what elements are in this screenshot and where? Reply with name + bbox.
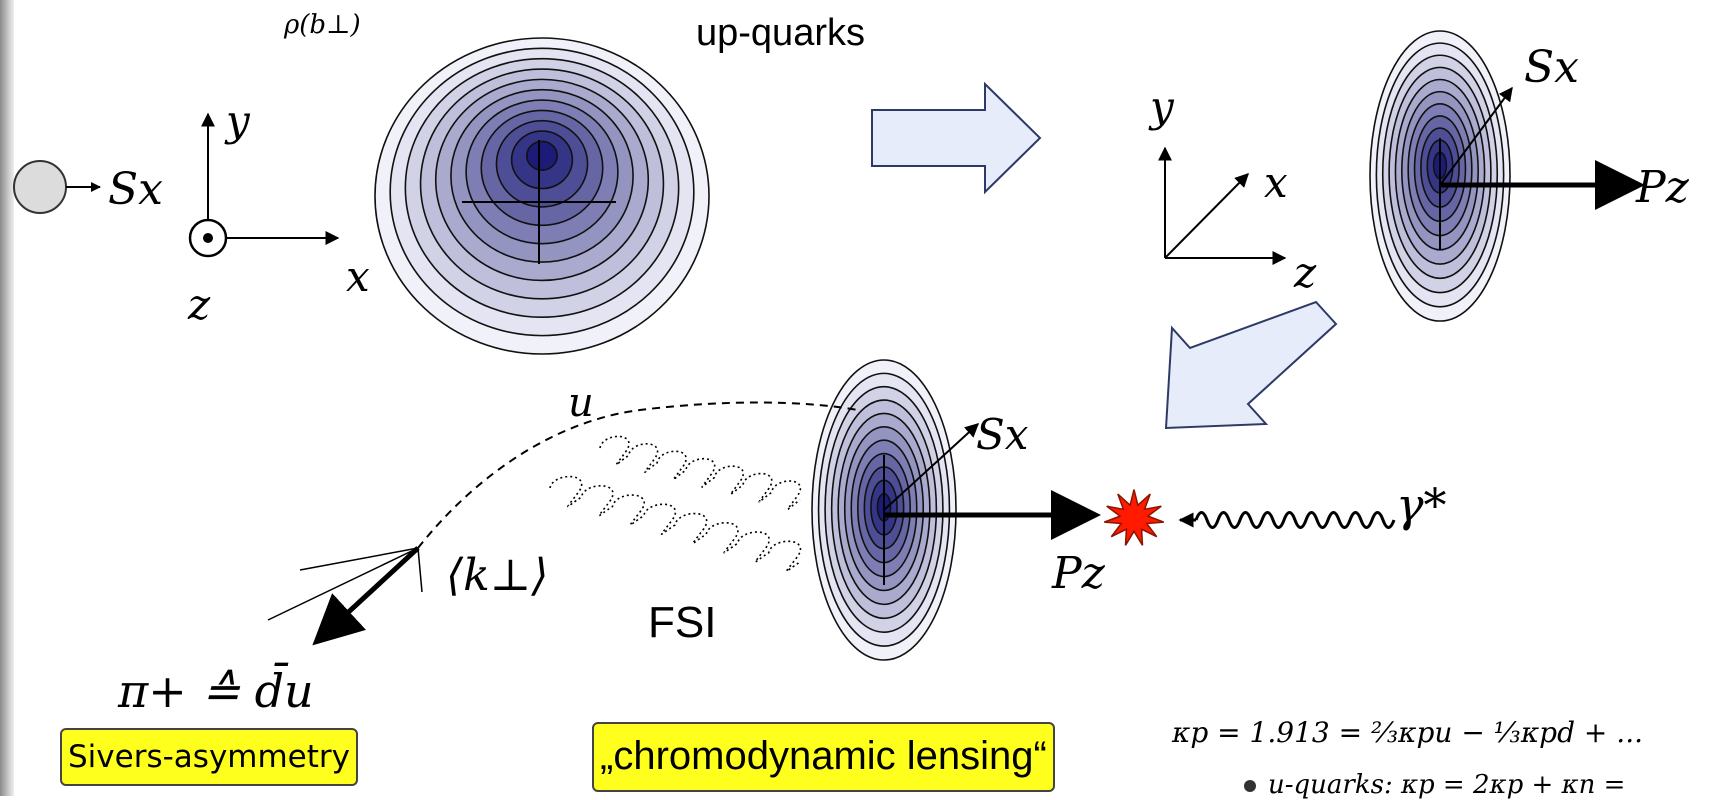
contour-level bbox=[526, 140, 558, 171]
chromodynamic-lensing-highlight: „chromodynamic lensing“ bbox=[592, 722, 1055, 792]
interaction-burst-icon bbox=[1104, 489, 1164, 546]
spin-label-lower: Sx bbox=[976, 410, 1029, 459]
density-contours-top bbox=[374, 37, 710, 355]
fsi-label: FSI bbox=[648, 598, 717, 647]
density-label: ρ(b⊥) bbox=[284, 10, 361, 40]
slide-left-edge bbox=[0, 0, 14, 796]
axis-label-x-right: x bbox=[1264, 158, 1288, 207]
density-crosshair-top bbox=[462, 140, 616, 264]
kt-fan-lines bbox=[267, 546, 423, 646]
up-quarks-title: up-quarks bbox=[696, 12, 865, 54]
coordinate-axes-right bbox=[1158, 146, 1287, 265]
momentum-label-lower: Pz bbox=[1052, 548, 1105, 599]
axis-label-z-left: z bbox=[188, 280, 211, 329]
momentum-label-right: Pz bbox=[1636, 162, 1689, 213]
boosted-vectors-right bbox=[1439, 86, 1645, 250]
sivers-asymmetry-highlight: Sivers-asymmetry bbox=[60, 728, 358, 786]
u-quark-bullet-text: u-quarks: κp = 2κp + κn = bbox=[1268, 770, 1626, 800]
boosted-vectors-lower bbox=[883, 423, 1101, 585]
photon-label: γ* bbox=[1396, 478, 1447, 532]
gluon-line bbox=[549, 475, 802, 572]
spin-label-left: Sx bbox=[108, 164, 163, 215]
gluon-line bbox=[599, 435, 801, 511]
axis-label-x-left: x bbox=[346, 252, 370, 301]
quark-label: u bbox=[568, 380, 594, 426]
coordinate-axes-left bbox=[188, 112, 340, 258]
transition-arrow-diagonal bbox=[1164, 300, 1338, 430]
pion-label: π+ ≙ d̄u bbox=[118, 664, 314, 718]
spin-label-right: Sx bbox=[1524, 42, 1579, 93]
bullet-icon bbox=[1244, 780, 1256, 792]
gluon-exchange-lines bbox=[549, 435, 802, 572]
anomalous-moment-equation: κp = 1.913 = ⅔κpu − ⅓κpd + ... bbox=[1172, 716, 1643, 749]
quark-trajectory bbox=[417, 401, 859, 549]
axis-label-y-left: y bbox=[226, 96, 250, 145]
photon-line bbox=[1178, 511, 1396, 529]
kt-label: ⟨k⊥⟩ bbox=[446, 550, 549, 601]
proton-spin-icon bbox=[13, 160, 101, 214]
transition-arrow-right bbox=[871, 81, 1042, 195]
axis-label-z-right: z bbox=[1294, 248, 1317, 297]
axis-label-y-right: y bbox=[1150, 82, 1174, 131]
